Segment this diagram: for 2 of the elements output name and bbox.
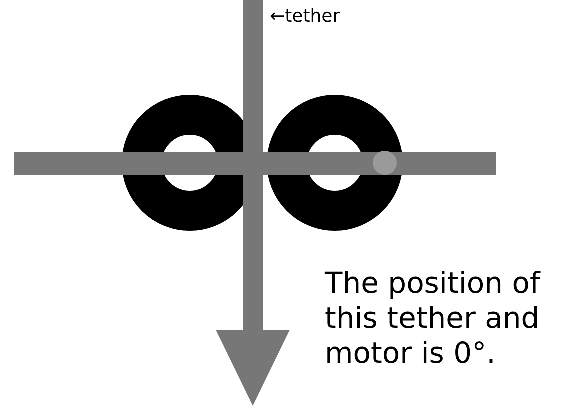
note-text: The position of this tether and motor is 0°.	[325, 266, 542, 370]
tether-label: ←tether	[270, 6, 342, 28]
